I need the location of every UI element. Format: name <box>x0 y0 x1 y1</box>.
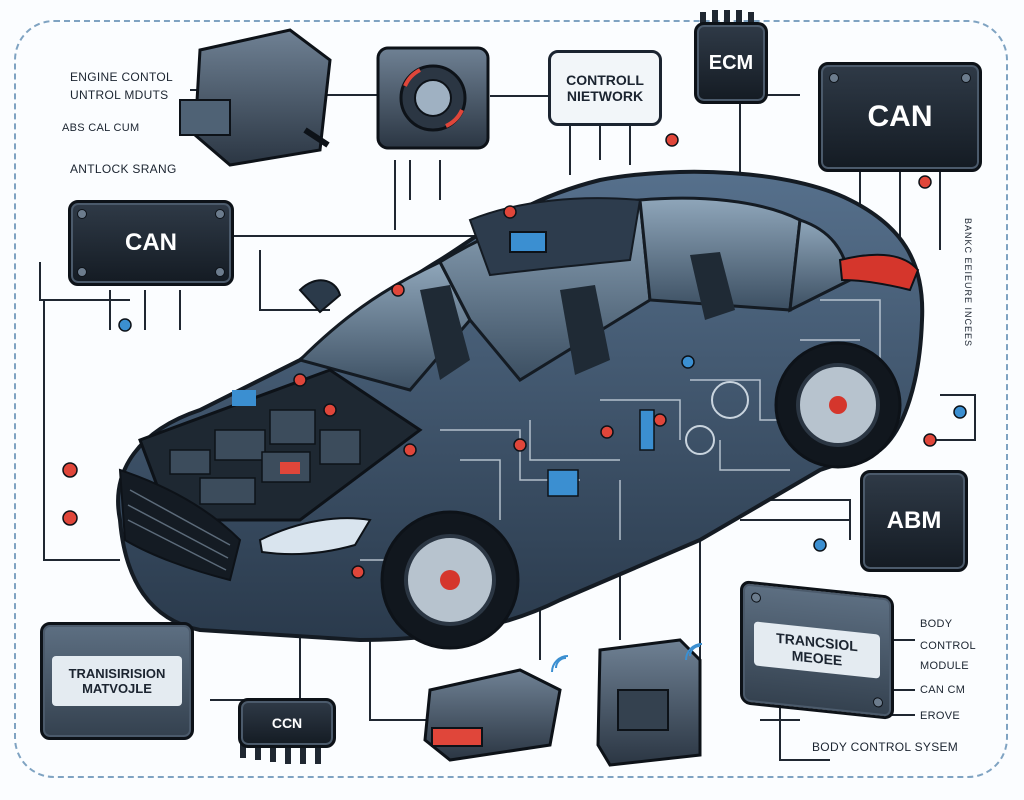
ecm-pins <box>700 10 754 26</box>
trans-module: TRANCSIOL MEOEE <box>740 579 894 721</box>
can-module-right: CAN <box>818 62 982 172</box>
label-control-mduts: UNTROL MDUTS <box>70 88 169 102</box>
trans-module-label: TRANCSIOL MEOEE <box>754 621 880 679</box>
label-body-2: CONTROL <box>920 640 976 652</box>
transmission-module-label: TRANISIRISION MATVOJLE <box>52 656 182 706</box>
label-can-cm: CAN CM <box>920 684 966 696</box>
label-engine-control: ENGINE CONTOL <box>70 70 174 84</box>
bottom-connector <box>423 638 702 767</box>
dashed-frame <box>14 20 1008 778</box>
ecm-module: ECM <box>694 22 768 104</box>
ccn-label: CCN <box>271 715 303 731</box>
ecm-label: ECM <box>708 51 754 74</box>
can-module-left: CAN <box>68 200 234 286</box>
abm-module: ABM <box>860 470 968 572</box>
transmission-module: TRANISIRISION MATVOJLE <box>40 622 194 740</box>
abm-label: ABM <box>886 507 942 534</box>
label-body-3: MODULE <box>920 660 969 672</box>
label-body-control-system: BODY CONTROL SYSEM <box>812 740 959 754</box>
engine-control-box <box>179 28 332 167</box>
ccn-pins <box>240 740 321 764</box>
ccn-module: CCN <box>238 698 336 748</box>
can-left-label: CAN <box>125 229 177 256</box>
control-network-label: CONTROLL NIETWORK <box>566 72 644 104</box>
control-unit-dial <box>376 46 490 150</box>
car-illustration <box>116 169 925 650</box>
label-rear-vertical: BANKC EEIEURE INCEES <box>963 218 973 348</box>
label-erove: EROVE <box>920 710 961 722</box>
control-network-module: CONTROLL NIETWORK <box>548 50 662 126</box>
label-body-1: BODY <box>920 618 953 630</box>
label-abs-cal-cum: ABS CAL CUM <box>62 122 140 134</box>
can-right-label: CAN <box>867 100 933 133</box>
label-antilock: ANTLOCK SRANG <box>70 162 177 176</box>
wifi-icon <box>551 643 703 673</box>
